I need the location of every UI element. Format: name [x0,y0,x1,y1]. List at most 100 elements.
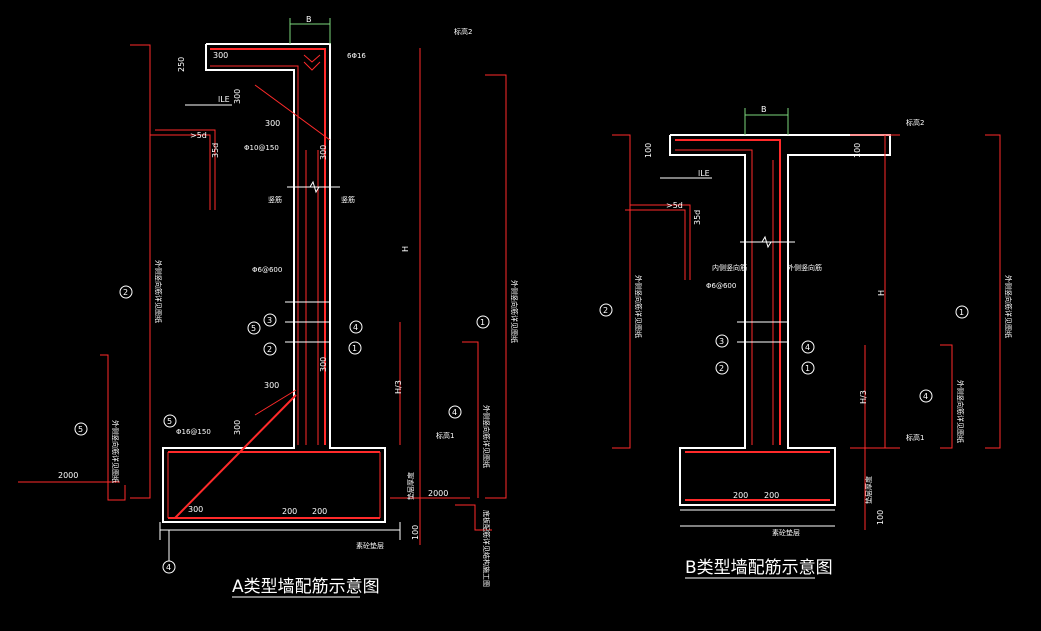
label-circle [263,313,277,327]
wall-a-diag-rebar-top [254,84,331,141]
wall-a-outline [162,43,386,523]
drawing-b-title: B类型墙配筋示意图 [685,558,833,578]
dim-a-2000-l: 2000 [58,471,78,480]
note-b-outer: 外侧竖向筋详见图纸 [1004,275,1013,338]
wall-a-top-rebar [210,48,326,445]
note-a-6phi16: 6Φ16 [347,52,366,60]
dim-a-300-top: 300 [213,51,228,60]
dim-b-35d: 35d [693,210,702,225]
dim-b-100-bot: 100 [876,510,885,525]
label-circle [476,315,490,329]
note-b-left: 外侧竖向筋详见图纸 [634,275,643,338]
dim-a-300-b: 300 [233,89,242,104]
wall-b-inner-rebar [675,149,753,445]
label-circle [599,303,613,317]
label-circle [448,405,462,419]
label-b-1b: 1 [959,308,964,317]
label-circle [955,305,969,319]
dim-b-5d: >5d [666,201,683,210]
dim-a-300-e: 300 [264,381,279,390]
note-b-phi6: Φ6@600 [706,282,736,290]
note-a-left: 外侧竖向筋详见图纸 [154,260,163,323]
dim-b-b-text: B [761,105,767,114]
note-a-level-top: 标高2 [454,27,472,36]
label-circle [349,320,363,334]
dim-b-h: H [877,290,886,296]
bracket-a-2 [130,44,151,499]
label-circle [247,321,261,335]
dim-a-200b: 200 [312,507,327,516]
label-circles-b: 2 3 2 4 1 1 4 [599,303,969,403]
anchor-a2 [150,134,211,210]
note-b-spacer-r: 外侧竖向筋 [787,263,822,272]
dim-a-h3: H/3 [394,380,403,394]
label-b-3: 3 [719,337,724,346]
dim-a-200a: 200 [282,507,297,516]
wall-b-top-rebar [675,139,781,445]
label-circle [801,361,815,375]
note-b-cushion2: 素砼垫层 [772,528,800,537]
anchor-a [155,129,216,210]
label-circle [919,389,933,403]
drawing-a-title: A类型墙配筋示意图 [232,577,380,597]
dim-a-lle: lLE [218,95,230,104]
dim-b-200b: 200 [764,491,779,500]
note-a-cushion: 垫层厚度 [406,472,415,500]
wall-b-outline [669,134,891,506]
wall-a-diag-rebar-low [174,394,297,519]
dim-a-b: B [306,15,312,24]
label-circle [715,361,729,375]
wall-a-hook [303,54,321,63]
note-a-5: 外侧竖向筋详见图纸 [111,420,120,483]
note-b-4: 外侧竖向筋详见图纸 [956,380,965,443]
note-a-bottom: 底板配筋详见结构施工图 [482,510,491,587]
dim-a-250: 250 [177,57,186,72]
note-b-cushion: 垫层厚度 [864,476,873,504]
dim-b-lle: lLE [698,169,710,178]
label-a-5: 5 [78,425,83,434]
label-a-4b: 4 [452,408,457,417]
label-circle [119,285,133,299]
label-a-2: 2 [123,288,128,297]
bracket-a-4 [462,341,479,498]
dim-b-100-r: 100 [853,143,862,158]
note-b-level-top: 标高2 [906,118,924,127]
label-b-1: 1 [805,364,810,373]
dim-b-200a: 200 [733,491,748,500]
label-b-4b: 4 [923,392,928,401]
label-a-3: 3 [267,316,272,325]
dim-a-300-f: 300 [233,420,242,435]
dim-b-100-l: 100 [644,143,653,158]
bracket-a-1 [485,74,507,499]
label-a-5b: 5 [251,324,256,333]
label-circles-a: 2 3 5 2 4 1 1 4 5 5 4 [74,285,490,574]
label-a-4c: 4 [166,563,171,572]
label-circle [801,340,815,354]
drawing-b: B 100 100 200 200 100 H H/3 lLE >5d 35d … [599,105,1013,579]
dim-a-h: H [401,246,410,252]
dim-a-2000-r: 2000 [428,489,448,498]
wall-a-inner-rebar [210,65,299,445]
label-a-5c: 5 [167,417,172,426]
label-circle [74,422,88,436]
label-circle [163,414,177,428]
bracket-b-2 [612,134,631,449]
note-a-phi16: Φ16@150 [176,428,211,436]
dim-a-100: 100 [411,525,420,540]
anchor-b [630,204,691,280]
drawing-a: B 250 300 300 300 300 300 300 300 200 20… [18,15,519,598]
note-a-level-bot: 标高1 [436,431,454,440]
dim-a-5d: >5d [190,131,207,140]
label-b-4: 4 [805,343,810,352]
note-a-4: 外侧竖向筋详见图纸 [482,405,491,468]
label-circle [263,342,277,356]
bracket-b-4 [940,344,953,449]
label-circle [715,334,729,348]
label-a-2b: 2 [267,345,272,354]
note-a-spacer-r: 竖筋 [341,195,355,204]
label-a-1: 1 [352,344,357,353]
wall-a-break-zig [309,180,320,194]
anchor-b2 [625,209,686,280]
dim-b-h3: H/3 [859,390,868,404]
